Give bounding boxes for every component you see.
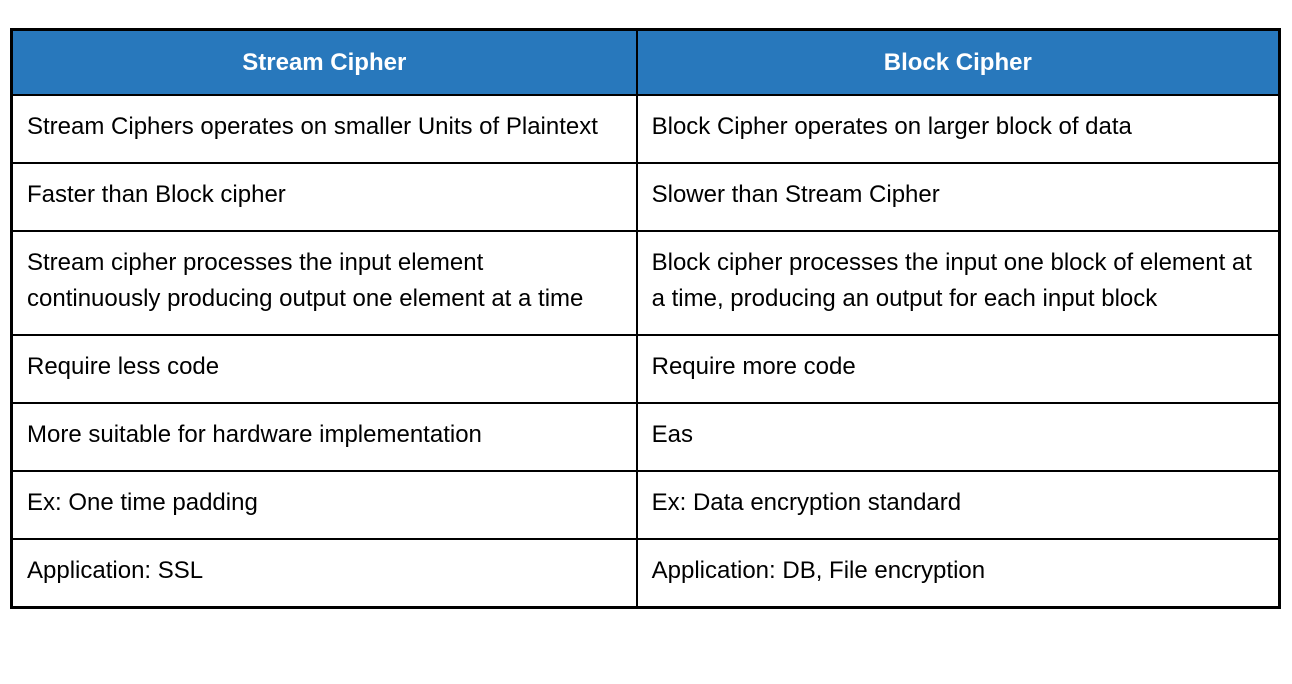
table-row: Stream Ciphers operates on smaller Units…: [10, 94, 1281, 164]
column-header-block-cipher: Block Cipher: [635, 28, 1281, 96]
table-cell-stream-example: Ex: One time padding: [10, 470, 638, 540]
header-row: Stream Cipher Block Cipher: [10, 28, 1281, 96]
table-row: Application: SSL Application: DB, File e…: [10, 538, 1281, 609]
table-cell-block-suitability: Eas: [635, 402, 1281, 472]
table-cell-block-example: Ex: Data encryption standard: [635, 470, 1281, 540]
table-row: More suitable for hardware implementatio…: [10, 402, 1281, 472]
column-header-stream-cipher: Stream Cipher: [10, 28, 638, 96]
table-cell-stream-units: Stream Ciphers operates on smaller Units…: [10, 94, 638, 164]
table-row: Require less code Require more code: [10, 334, 1281, 404]
table-cell-block-speed: Slower than Stream Cipher: [635, 162, 1281, 232]
table-row: Ex: One time padding Ex: Data encryption…: [10, 470, 1281, 540]
table-cell-block-units: Block Cipher operates on larger block of…: [635, 94, 1281, 164]
table-cell-stream-speed: Faster than Block cipher: [10, 162, 638, 232]
table-cell-block-application: Application: DB, File encryption: [635, 538, 1281, 609]
table-cell-stream-suitability: More suitable for hardware implementatio…: [10, 402, 638, 472]
table-row: Faster than Block cipher Slower than Str…: [10, 162, 1281, 232]
table-cell-stream-application: Application: SSL: [10, 538, 638, 609]
cipher-comparison-table: Stream Cipher Block Cipher Stream Cipher…: [10, 28, 1281, 609]
table-cell-block-processing: Block cipher processes the input one blo…: [635, 230, 1281, 336]
table-cell-block-code: Require more code: [635, 334, 1281, 404]
table-cell-stream-processing: Stream cipher processes the input elemen…: [10, 230, 638, 336]
table-cell-stream-code: Require less code: [10, 334, 638, 404]
table-row: Stream cipher processes the input elemen…: [10, 230, 1281, 336]
